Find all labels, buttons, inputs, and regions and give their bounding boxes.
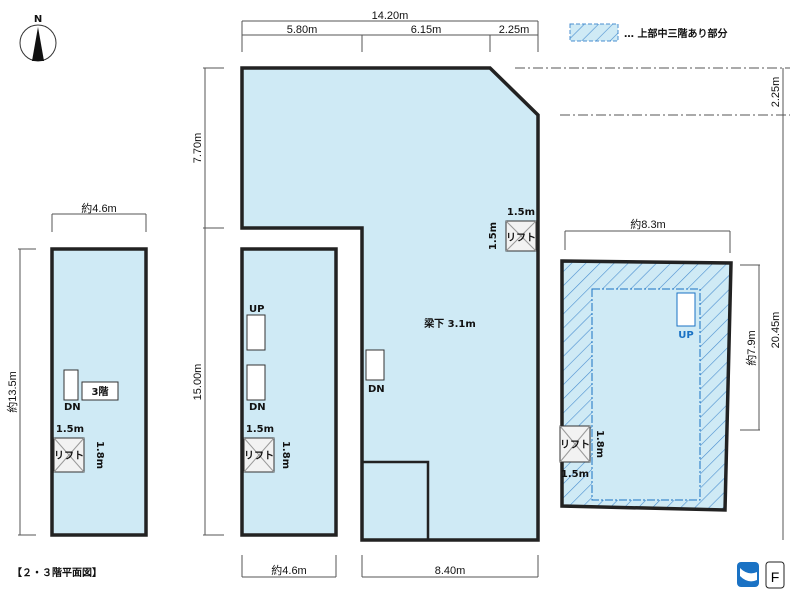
dim-seg1: 5.80m [287,24,318,36]
north-compass-icon: N [19,14,57,62]
dim-right-bldg-height: 約7.9m [744,330,758,365]
company-logo-icon [737,562,759,587]
dim-left-bldg-width: 約4.6m [81,201,116,215]
top-dimensions: 14.20m 5.80m 6.15m 2.25m [241,10,539,52]
svg-text:F: F [771,569,780,585]
stairs-icon [365,349,385,381]
lift-height: 1.5m [488,222,499,250]
dim-right-bldg-width: 約8.3m [630,217,665,231]
dn-label: DN [249,402,266,413]
right-building: UP リフト 1.5m 1.8m [559,259,733,512]
lift-label: リフト [506,232,536,244]
legend: … 上部中三階あり部分 [569,23,727,42]
dim-seg3: 2.25m [499,24,530,36]
dim-right-total: 20.45m [770,312,782,349]
dim-bottom-main: 8.40m [435,565,466,577]
dn-label: DN [64,402,81,413]
up-label: UP [249,304,264,315]
dim-right-top: 2.25m [770,77,782,108]
dim-left-upper: 7.70m [192,133,204,164]
lift-width: 1.5m [561,469,589,480]
dim-total-width: 14.20m [372,10,409,22]
lift-label: リフト [560,439,590,451]
main-room-label: 梁下 3.1m [423,317,476,330]
lift-height: 1.8m [594,430,605,458]
bottom-dimensions: 約4.6m 8.40m [241,555,539,578]
dn-label: DN [368,384,385,395]
stairs-icon [676,292,696,327]
middle-building: UP DN リフト 1.5m 1.8m [240,247,338,537]
stairs-icon [246,364,266,401]
compass-label: N [34,14,42,25]
right-dimensions: 2.25m 20.45m 約8.3m 約7.9m [515,67,790,540]
main-building: 梁下 3.1m DN リフト 1.5m 1.5m [240,66,540,542]
stairs-icon [246,314,266,351]
third-floor-building: DN 3階 リフト 1.5m 1.8m [50,247,148,537]
lift-height: 1.8m [280,441,291,469]
lift-width: 1.5m [507,207,535,218]
dim-left-bldg-height: 約13.5m [5,371,19,413]
plan-title: 【２・３階平面図】 [12,566,102,579]
lift-label: リフト [244,450,274,462]
up-label: UP [678,330,693,341]
lift-width: 1.5m [246,424,274,435]
stairs-icon [63,369,79,401]
floor-plan-icon: F [765,561,785,589]
dim-bottom-mid: 約4.6m [271,563,306,577]
floor3-label: 3階 [92,385,109,398]
lift-width: 1.5m [56,424,84,435]
dim-left-lower: 15.00m [192,364,204,401]
lift-height: 1.8m [94,441,105,469]
lift-label: リフト [54,450,84,462]
dim-seg2: 6.15m [411,24,442,36]
left-dimensions: 7.70m 15.00m 約4.6m 約13.5m [5,67,224,536]
legend-label: … 上部中三階あり部分 [624,27,727,40]
